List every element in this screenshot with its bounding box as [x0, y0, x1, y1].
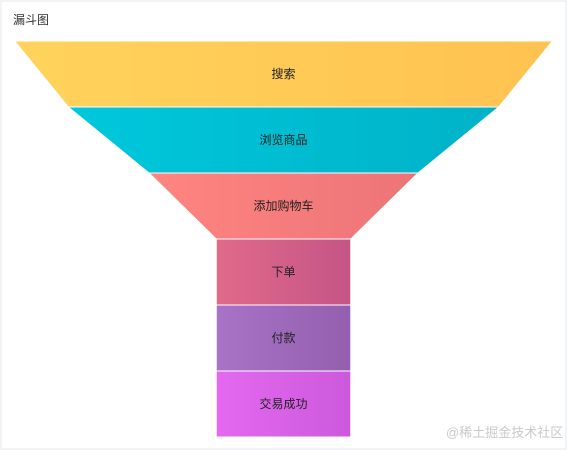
funnel-stage-label-3: 添加购物车 — [253, 198, 313, 213]
funnel-stage-6[interactable] — [215, 370, 352, 438]
chart-title: 漏斗图 — [13, 13, 50, 27]
funnel-stage-label-1: 搜索 — [271, 66, 295, 81]
funnel-stage-label-2: 浏览商品 — [259, 132, 307, 147]
funnel-stage-label-4: 下单 — [271, 265, 295, 279]
funnel-stage-label-6: 交易成功 — [259, 396, 307, 411]
watermark: @稀土掘金技术社区 — [446, 425, 564, 440]
funnel-stage-label-5: 付款 — [271, 331, 295, 345]
